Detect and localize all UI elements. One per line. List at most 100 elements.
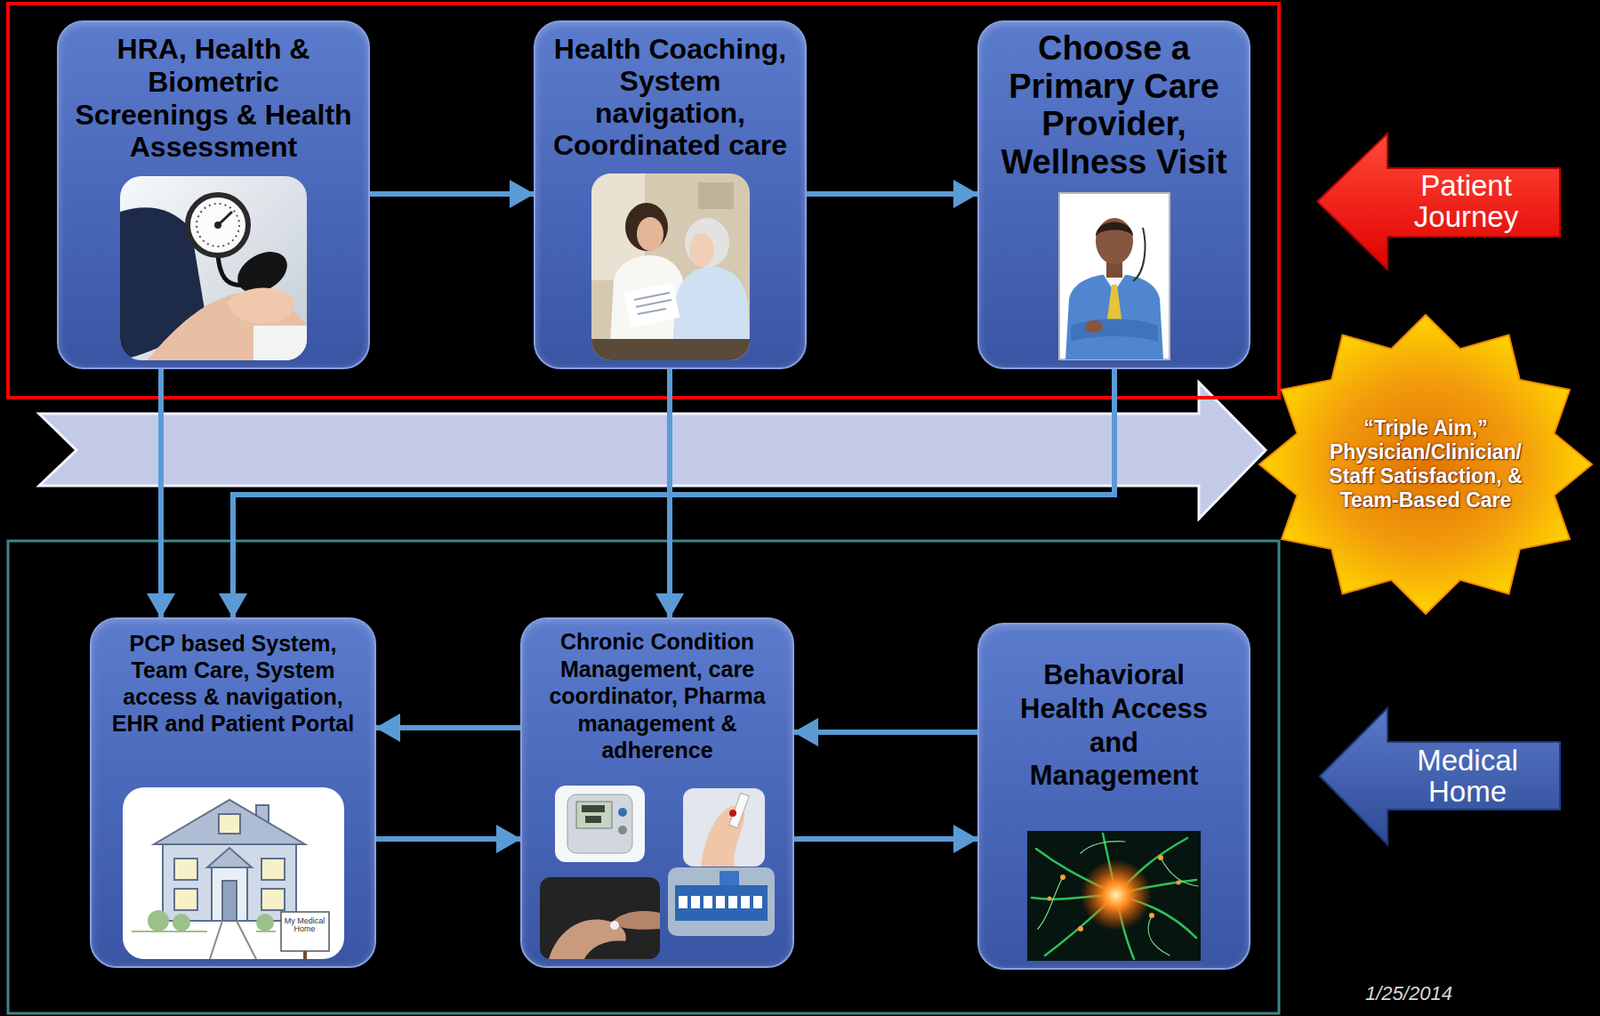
node-text: Choose a Primary Care Provider, Wellness… — [988, 29, 1240, 181]
starburst-outline — [1259, 314, 1592, 614]
process-box: PCP based System, Team Care, System acce… — [89, 617, 377, 968]
art-detail — [591, 173, 750, 361]
art-detail — [256, 913, 274, 932]
timeline-band-arrow — [39, 382, 1266, 519]
art-detail — [691, 895, 700, 909]
art-detail — [585, 815, 602, 823]
goal-starburst: “Triple Aim,” Physician/Clinician/ Staff… — [1255, 311, 1596, 618]
art-detail — [554, 785, 645, 862]
art-detail — [1080, 859, 1152, 931]
node-text: “Triple Aim,” Physician/Clinician/ Staff… — [1318, 416, 1533, 513]
art-detail — [539, 876, 660, 959]
arrow-outline — [1319, 707, 1560, 845]
art-detail — [1065, 273, 1164, 360]
arrow-outline — [1317, 133, 1560, 270]
art-detail — [548, 919, 627, 959]
node-text: Health Coaching, System navigation, Coor… — [544, 32, 796, 162]
flow-connector — [158, 369, 164, 618]
art-detail — [1031, 833, 1197, 959]
art-detail — [1160, 857, 1198, 886]
art-detail — [689, 233, 715, 267]
art-detail — [539, 876, 660, 959]
flow-connector — [667, 369, 673, 618]
art-detail — [1077, 925, 1084, 932]
process-box: HRA, Health & Biometric Screenings & Hea… — [56, 20, 370, 370]
art-detail — [753, 895, 763, 909]
art-detail — [147, 909, 169, 932]
art-detail — [678, 895, 688, 909]
art-detail — [591, 338, 750, 361]
art-detail — [611, 910, 660, 930]
art-detail — [625, 202, 668, 251]
art-detail — [1060, 874, 1066, 880]
art-detail — [211, 867, 248, 921]
art-detail — [636, 217, 664, 251]
art-detail — [196, 203, 240, 247]
art-detail — [1133, 227, 1145, 282]
art-detail — [1176, 880, 1182, 885]
art-detail — [261, 888, 285, 910]
art-detail — [675, 884, 768, 921]
medical-home-frame — [8, 540, 1279, 1014]
art-detail — [729, 792, 749, 828]
art-detail — [253, 325, 307, 361]
art-detail — [303, 950, 307, 959]
art-detail — [591, 173, 750, 361]
art-detail — [1027, 830, 1201, 961]
art-detail — [1085, 320, 1103, 333]
art-detail — [610, 920, 620, 930]
art-detail — [1059, 192, 1170, 360]
art-detail — [1047, 854, 1182, 932]
process-box: Behavioral Health Access and Management — [977, 622, 1251, 970]
coaching-photo — [591, 173, 750, 361]
art-detail — [174, 888, 198, 910]
flow-connector — [233, 369, 1115, 618]
art-detail — [715, 895, 725, 909]
art-detail — [162, 842, 297, 921]
art-detail — [554, 785, 645, 862]
art-detail — [1148, 915, 1170, 956]
art-detail — [698, 182, 734, 210]
node-text: Patient Journey — [1399, 170, 1534, 233]
art-detail — [623, 282, 680, 329]
art-detail — [729, 809, 737, 817]
art-detail — [209, 920, 257, 959]
art-detail — [1070, 319, 1158, 343]
art-detail — [581, 804, 605, 813]
art-detail — [1095, 217, 1134, 265]
art-detail — [1037, 876, 1063, 929]
patient-journey-frame — [8, 3, 1279, 398]
art-detail — [261, 858, 285, 880]
art-detail — [618, 825, 628, 835]
flow-connector — [369, 191, 534, 197]
art-detail — [719, 870, 740, 885]
flow-connector — [806, 191, 978, 197]
journey-arrow: Patient Journey — [1316, 132, 1561, 271]
art-detail — [683, 787, 765, 867]
art-detail — [218, 813, 241, 834]
art-detail — [222, 880, 237, 921]
art-detail — [618, 807, 628, 817]
art-detail — [226, 288, 295, 324]
date-stamp: 1/25/2014 — [1365, 981, 1453, 1006]
process-box: Choose a Primary Care Provider, Wellness… — [977, 20, 1251, 370]
art-detail — [120, 176, 307, 361]
art-detail — [122, 787, 345, 959]
art-detail — [153, 799, 306, 845]
art-detail — [684, 217, 730, 268]
flow-connector — [376, 836, 521, 842]
art-detail — [576, 801, 612, 829]
node-text: Behavioral Health Access and Management — [1007, 658, 1222, 793]
node-text: PCP based System, Team Care, System acce… — [100, 629, 366, 737]
neuron-image — [1027, 830, 1201, 961]
art-detail — [1037, 841, 1198, 956]
art-detail — [728, 895, 738, 909]
art-detail — [703, 895, 713, 909]
art-detail — [683, 787, 765, 867]
art-detail — [740, 895, 750, 909]
art-detail — [667, 867, 775, 936]
art-detail — [1157, 854, 1164, 861]
